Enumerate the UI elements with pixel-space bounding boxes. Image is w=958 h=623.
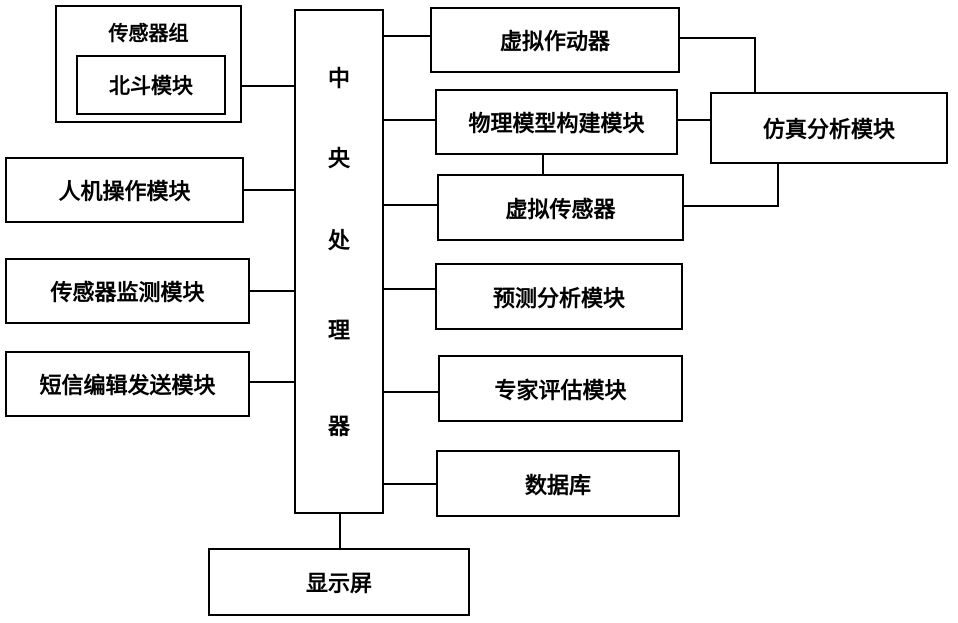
sensor-group-title: 传感器组 bbox=[57, 17, 240, 46]
virtual-actuator-module: 虚拟作动器 bbox=[430, 7, 680, 73]
cpu-char-5: 器 bbox=[296, 409, 382, 441]
central-processor: 中 央 处 理 器 bbox=[294, 9, 384, 514]
cpu-char-2: 央 bbox=[296, 141, 382, 173]
sensor-monitor-module: 传感器监测模块 bbox=[5, 258, 250, 324]
simulation-module: 仿真分析模块 bbox=[710, 92, 948, 164]
beidou-module: 北斗模块 bbox=[76, 55, 226, 115]
wire-actuator-simulation bbox=[680, 38, 755, 92]
human-machine-module: 人机操作模块 bbox=[5, 157, 244, 223]
display-screen: 显示屏 bbox=[208, 548, 470, 616]
wire-virtual-sensor-simulation bbox=[684, 164, 778, 206]
sms-send-module: 短信编辑发送模块 bbox=[5, 351, 250, 417]
database-module: 数据库 bbox=[436, 450, 680, 517]
prediction-module: 预测分析模块 bbox=[435, 263, 683, 330]
cpu-char-1: 中 bbox=[296, 61, 382, 93]
cpu-char-4: 理 bbox=[296, 313, 382, 345]
expert-eval-module: 专家评估模块 bbox=[438, 355, 683, 422]
cpu-char-3: 处 bbox=[296, 223, 382, 255]
virtual-sensor-module: 虚拟传感器 bbox=[437, 174, 684, 241]
physical-model-module: 物理模型构建模块 bbox=[435, 89, 678, 155]
